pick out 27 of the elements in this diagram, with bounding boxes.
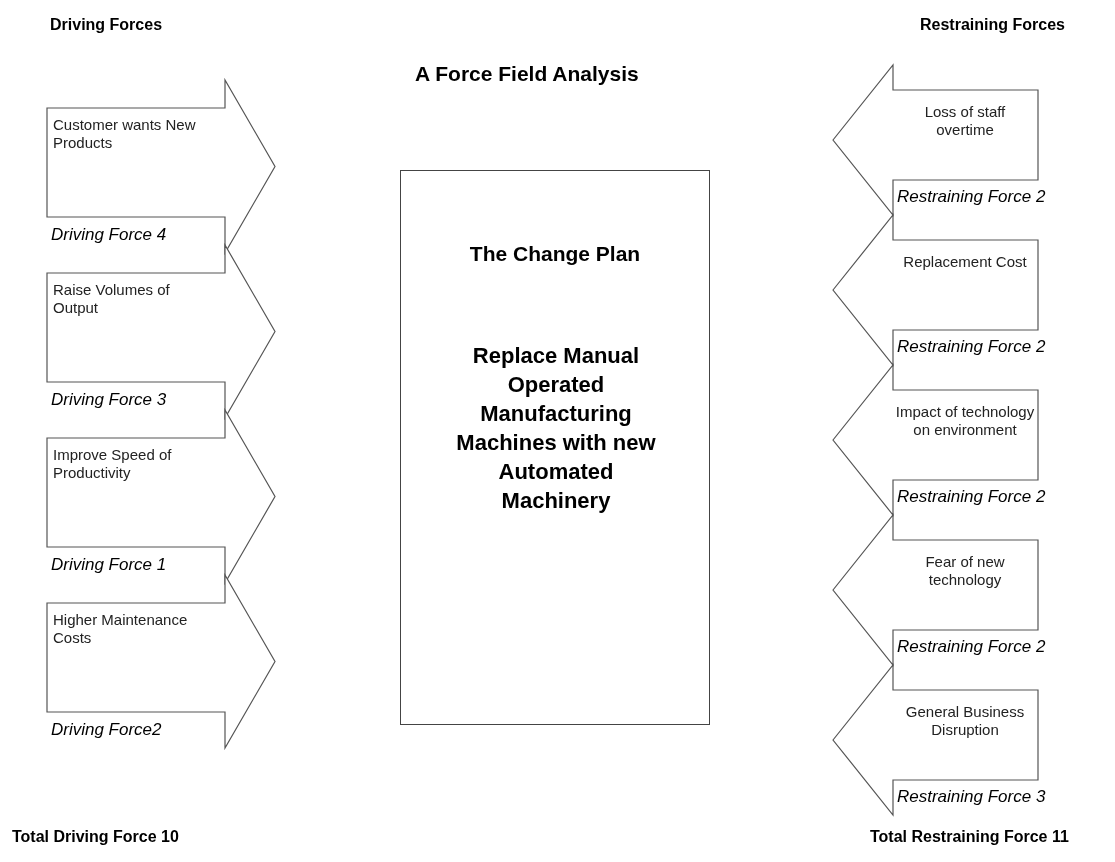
- plan-box: [400, 170, 710, 725]
- arrow-text: Higher Maintenance Costs: [53, 611, 189, 647]
- force-label: Restraining Force 2: [897, 487, 1046, 507]
- box-heading: The Change Plan: [468, 241, 642, 267]
- arrow-text: Loss of staff overtime: [923, 103, 1007, 139]
- arrow-text: Improve Speed of Productivity: [53, 446, 173, 482]
- force-label: Driving Force 4: [51, 225, 167, 245]
- force-label: Restraining Force 2: [897, 637, 1046, 657]
- total-label: Total Restraining Force 11: [870, 828, 1069, 846]
- force-label: Driving Force 3: [51, 390, 167, 410]
- arrow-text: Raise Volumes of Output: [53, 281, 171, 317]
- driving-force-shape: [47, 575, 277, 748]
- force-label: Restraining Force 2: [897, 187, 1046, 207]
- arrow-text: Replacement Cost: [902, 253, 1028, 271]
- total-label: Total Driving Force 10: [12, 828, 179, 846]
- force-label: Restraining Force 3: [897, 787, 1046, 807]
- box-text: Replace Manual Operated Manufacturing Machines with new Automated Machinery: [455, 342, 657, 515]
- force-label: Restraining Force 2: [897, 337, 1046, 357]
- arrow-text: Impact of technology on environment: [895, 403, 1035, 439]
- diagram-title: A Force Field Analysis: [415, 62, 639, 86]
- force-label: Driving Force2: [51, 720, 162, 740]
- force-label: Driving Force 1: [51, 555, 167, 575]
- column-heading: Driving Forces: [50, 16, 163, 34]
- column-heading: Restraining Forces: [920, 16, 1065, 34]
- arrow-text: Customer wants New Products: [53, 116, 197, 152]
- arrow-text: General Business Disruption: [904, 703, 1026, 739]
- arrow-text: Fear of new technology: [924, 553, 1006, 589]
